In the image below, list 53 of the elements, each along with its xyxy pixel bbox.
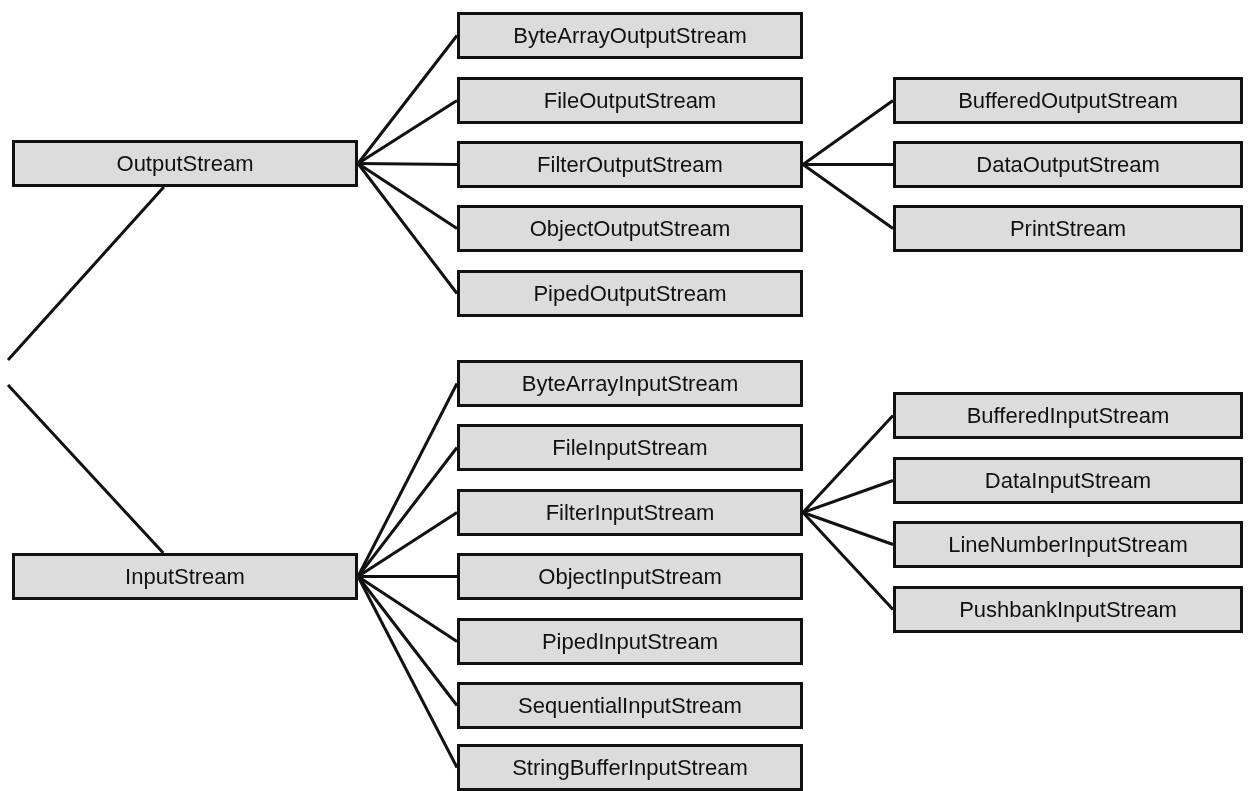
class-box (893, 392, 1243, 439)
class-box (893, 521, 1243, 568)
class-box (457, 618, 803, 665)
class-name: BufferedOutputStream (958, 87, 1178, 114)
class-name: DataOutputStream (976, 151, 1160, 178)
class-box (12, 553, 358, 600)
class-name: StringBufferInputStream (512, 754, 748, 781)
class-box (893, 457, 1243, 504)
connector-line (358, 162, 457, 166)
connector-line (802, 479, 894, 514)
class-box (457, 424, 803, 471)
connector-line (802, 511, 894, 546)
connector-line (802, 163, 894, 230)
class-name: BufferedInputStream (966, 402, 1170, 429)
class-box (893, 77, 1243, 124)
class-name: FileOutputStream (543, 87, 717, 114)
class-name: ByteArrayInputStream (521, 370, 739, 397)
class-name: PushbankInputStream (959, 596, 1177, 623)
connector-line (802, 99, 894, 166)
class-name: PipedOutputStream (533, 280, 727, 307)
class-box (457, 744, 803, 791)
class-box (457, 205, 803, 252)
class-name: ObjectOutputStream (529, 215, 731, 242)
class-name: FileInputStream (552, 434, 708, 461)
class-name: SequentialInputStream (518, 692, 742, 719)
class-box (893, 205, 1243, 252)
class-box (457, 12, 803, 59)
connector-line (6, 384, 165, 554)
class-box (457, 77, 803, 124)
class-name: OutputStream (116, 150, 254, 177)
class-name: InputStream (125, 563, 245, 590)
class-box (457, 360, 803, 407)
connector-line (803, 163, 893, 166)
class-name: FilterInputStream (545, 499, 715, 526)
connector-line (6, 186, 165, 361)
connector-line (358, 575, 457, 578)
class-box (457, 553, 803, 600)
class-name: ObjectInputStream (538, 563, 722, 590)
class-box (12, 140, 358, 187)
class-name: PrintStream (1009, 215, 1127, 242)
connector-line (801, 511, 895, 611)
class-box (457, 141, 803, 188)
class-name: FilterOutputStream (537, 151, 723, 178)
class-name: LineNumberInputStream (948, 531, 1188, 558)
class-box (457, 489, 803, 536)
class-name: PipedInputStream (541, 628, 719, 655)
class-box (457, 270, 803, 317)
class-box (457, 682, 803, 729)
class-name: DataInputStream (984, 467, 1152, 494)
class-name: ByteArrayOutputStream (513, 22, 747, 49)
class-box (893, 586, 1243, 633)
connector-line (801, 414, 895, 514)
class-box (893, 141, 1243, 188)
